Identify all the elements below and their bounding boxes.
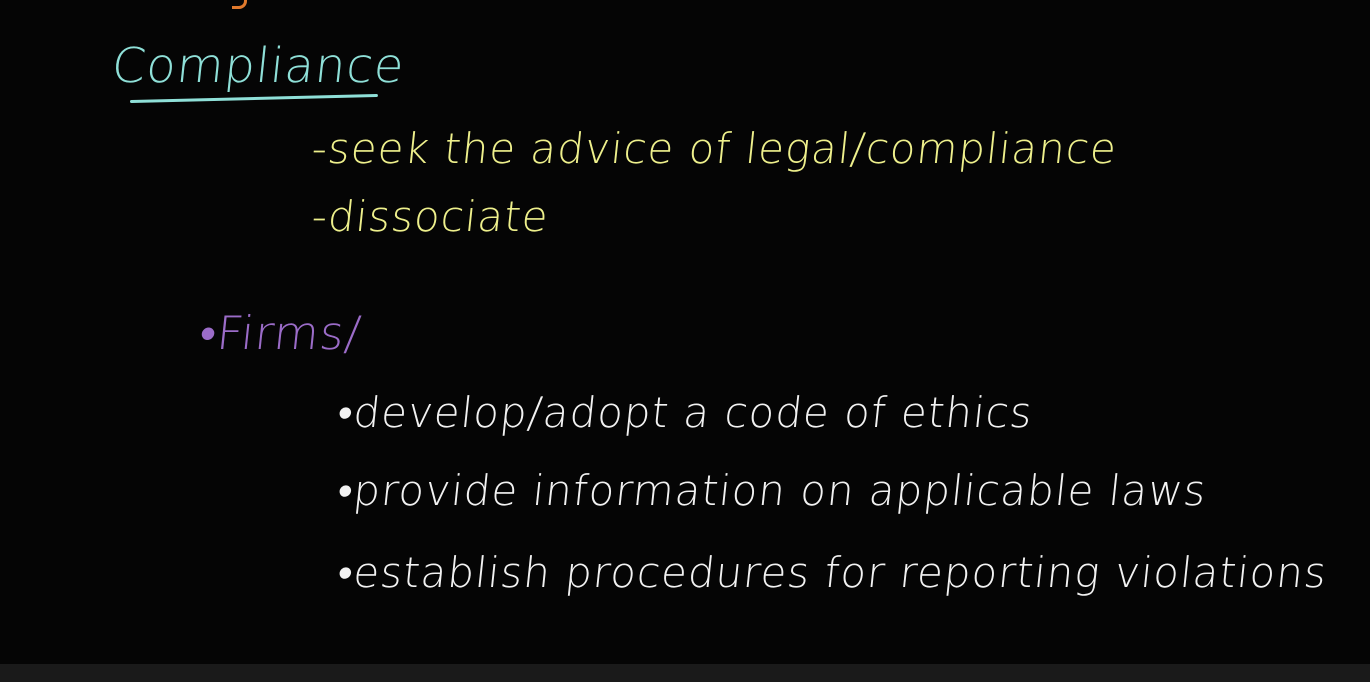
partial-handwritten-mark <box>232 0 247 9</box>
firms-label: •Firms/ <box>197 306 365 360</box>
firms-item-2: •provide information on applicable laws <box>335 466 1210 515</box>
compliance-heading: Compliance <box>109 38 408 94</box>
firms-item-1: •develop/adopt a code of ethics <box>335 388 1036 437</box>
heading-underline <box>129 93 378 103</box>
firms-item-3: •establish procedures for reporting viol… <box>335 548 1330 597</box>
bottom-frame-bar <box>0 664 1370 682</box>
compliance-item-2: -dissociate <box>309 192 552 241</box>
compliance-item-1: -seek the advice of legal/compliance <box>309 124 1120 173</box>
